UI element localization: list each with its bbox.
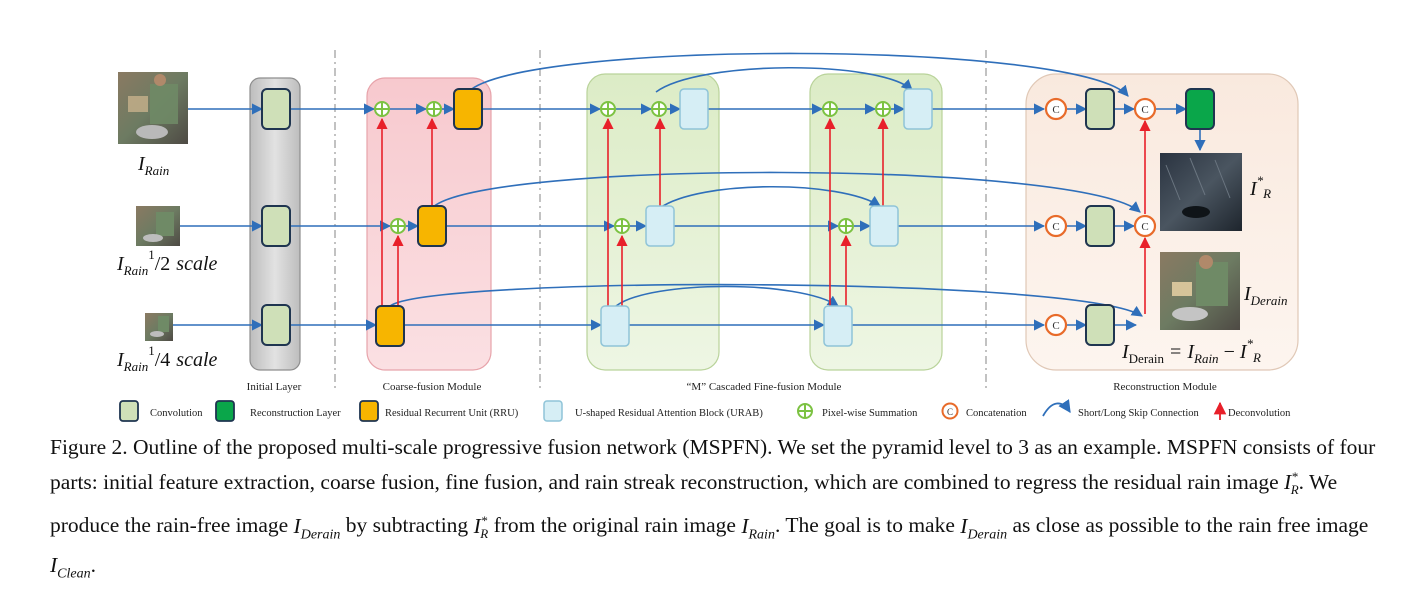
legend-concat-icon: C [941,402,959,420]
summation-nodes [374,101,891,234]
caption-part-6: as close as possible to the rain free im… [1007,513,1369,538]
convolution-blocks [261,88,1115,346]
legend-sum-icon [797,403,813,419]
caption-part-1: Figure 2. Outline of the proposed multi-… [50,435,1376,495]
urab-blocks [600,88,933,347]
derain-label: IDerain [1243,283,1288,308]
svg-text:C: C [1052,320,1059,332]
caption-math-clean: IClean [50,552,91,582]
caption-math-residual: I*R [1284,469,1299,498]
legend-deconv-label: Deconvolution [1228,408,1291,419]
caption-math-rain: IRain [741,513,775,542]
forward-connections [173,103,1206,331]
derain-equation: IDerain=IRain−I*R [1121,336,1261,366]
caption-math-residual-2: I*R [473,512,489,541]
svg-text:C: C [1052,104,1059,116]
legend-reconstruction-swatch [215,400,235,422]
legend-convolution-swatch [119,400,139,422]
svg-text:C: C [1141,221,1148,233]
legend-concat-label: Concatenation [966,408,1027,419]
skip-connections [389,52,1143,317]
legend-reconstruction-label: Reconstruction Layer [250,408,341,419]
input-image-half [136,206,180,246]
caption-part-5: . The goal is to make [774,513,961,538]
svg-text:C: C [1141,104,1148,116]
legend-skip-label: Short/Long Skip Connection [1078,408,1200,419]
caption-math-derain-2: IDerain [960,513,1008,542]
caption-part-2: . We produce the rain-free image [50,470,1338,538]
legend-urab-label: U-shaped Residual Attention Block (URAB) [575,408,763,419]
caption-part-3: by subtracting [340,513,474,538]
svg-text:C: C [1052,221,1059,233]
legend-sum-label: Pixel-wise Summation [822,408,918,419]
figure-caption: Figure 2. Outline of the proposed multi-… [50,432,1380,589]
derain-image [1160,252,1240,330]
coarse-fusion-label: Coarse-fusion Module [383,381,482,393]
residual-image [1160,153,1242,231]
caption-part-7: . [90,552,96,577]
legend: Convolution Reconstruction Layer Residua… [119,399,1291,422]
concatenation-nodes: C C C C C [1044,97,1157,337]
reconstruction-layer-block [1185,88,1215,130]
legend-rru-label: Residual Recurrent Unit (RRU) [385,408,519,419]
residual-label: I*R [1249,173,1271,201]
reconstruction-module-label: Reconstruction Module [1113,381,1217,393]
svg-text:C: C [947,407,953,417]
legend-urab-swatch [543,400,563,422]
input-image-quarter [145,313,173,341]
caption-math-derain: IDerain [293,513,341,542]
fine-fusion-label: “M” Cascaded Fine-fusion Module [687,381,842,393]
deconvolution-arrows [376,117,1151,314]
legend-convolution-label: Convolution [150,408,203,419]
caption-part-4: from the original rain image [488,513,742,538]
legend-skip-icon [1042,399,1071,417]
legend-rru-swatch [359,400,379,422]
module-separators [334,50,987,392]
input-image-full [118,72,188,144]
rru-blocks [375,88,483,347]
initial-layer-label: Initial Layer [247,381,302,393]
input-label-full: IRain [137,153,169,178]
